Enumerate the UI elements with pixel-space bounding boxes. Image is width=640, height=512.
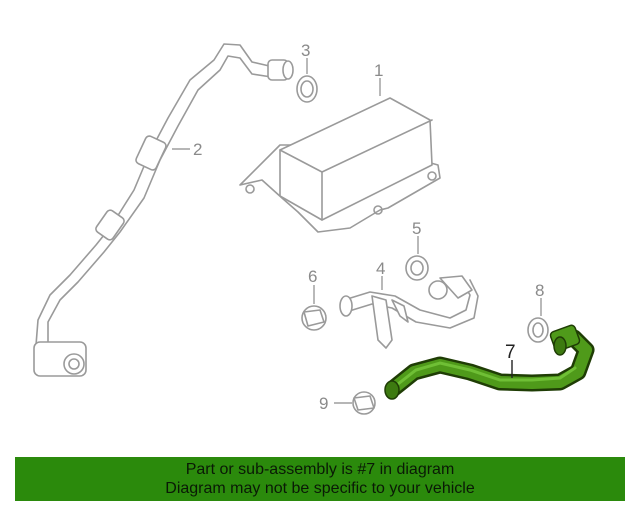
callout-2: 2 xyxy=(193,140,202,159)
part-8-oring xyxy=(527,317,549,343)
callout-6: 6 xyxy=(308,267,317,286)
parts-diagram: 1 2 3 4 5 6 7 8 9 xyxy=(33,41,595,415)
callout-5: 5 xyxy=(412,219,421,238)
part-4-pipe xyxy=(339,275,479,349)
part-7-hose[interactable] xyxy=(384,324,595,400)
callout-8: 8 xyxy=(535,281,544,300)
callout-leaders xyxy=(172,58,542,404)
callout-1: 1 xyxy=(374,61,383,80)
banner-line-part: Part or sub-assembly is #7 in diagram xyxy=(185,461,455,478)
part-1-oil-cooler xyxy=(239,97,441,233)
part-3-oring xyxy=(296,75,318,103)
banner-line-disclaimer: Diagram may not be specific to your vehi… xyxy=(165,480,475,497)
part-2-pipe xyxy=(33,43,294,377)
callout-3: 3 xyxy=(301,41,310,60)
part-9-clamp xyxy=(352,391,376,415)
callout-7[interactable]: 7 xyxy=(505,342,516,363)
callout-9: 9 xyxy=(319,394,328,413)
part-info-banner: Part or sub-assembly is #7 in diagram Di… xyxy=(15,457,625,501)
callout-4: 4 xyxy=(376,259,385,278)
part-5-oring xyxy=(405,255,429,281)
part-6-clamp xyxy=(301,305,327,331)
